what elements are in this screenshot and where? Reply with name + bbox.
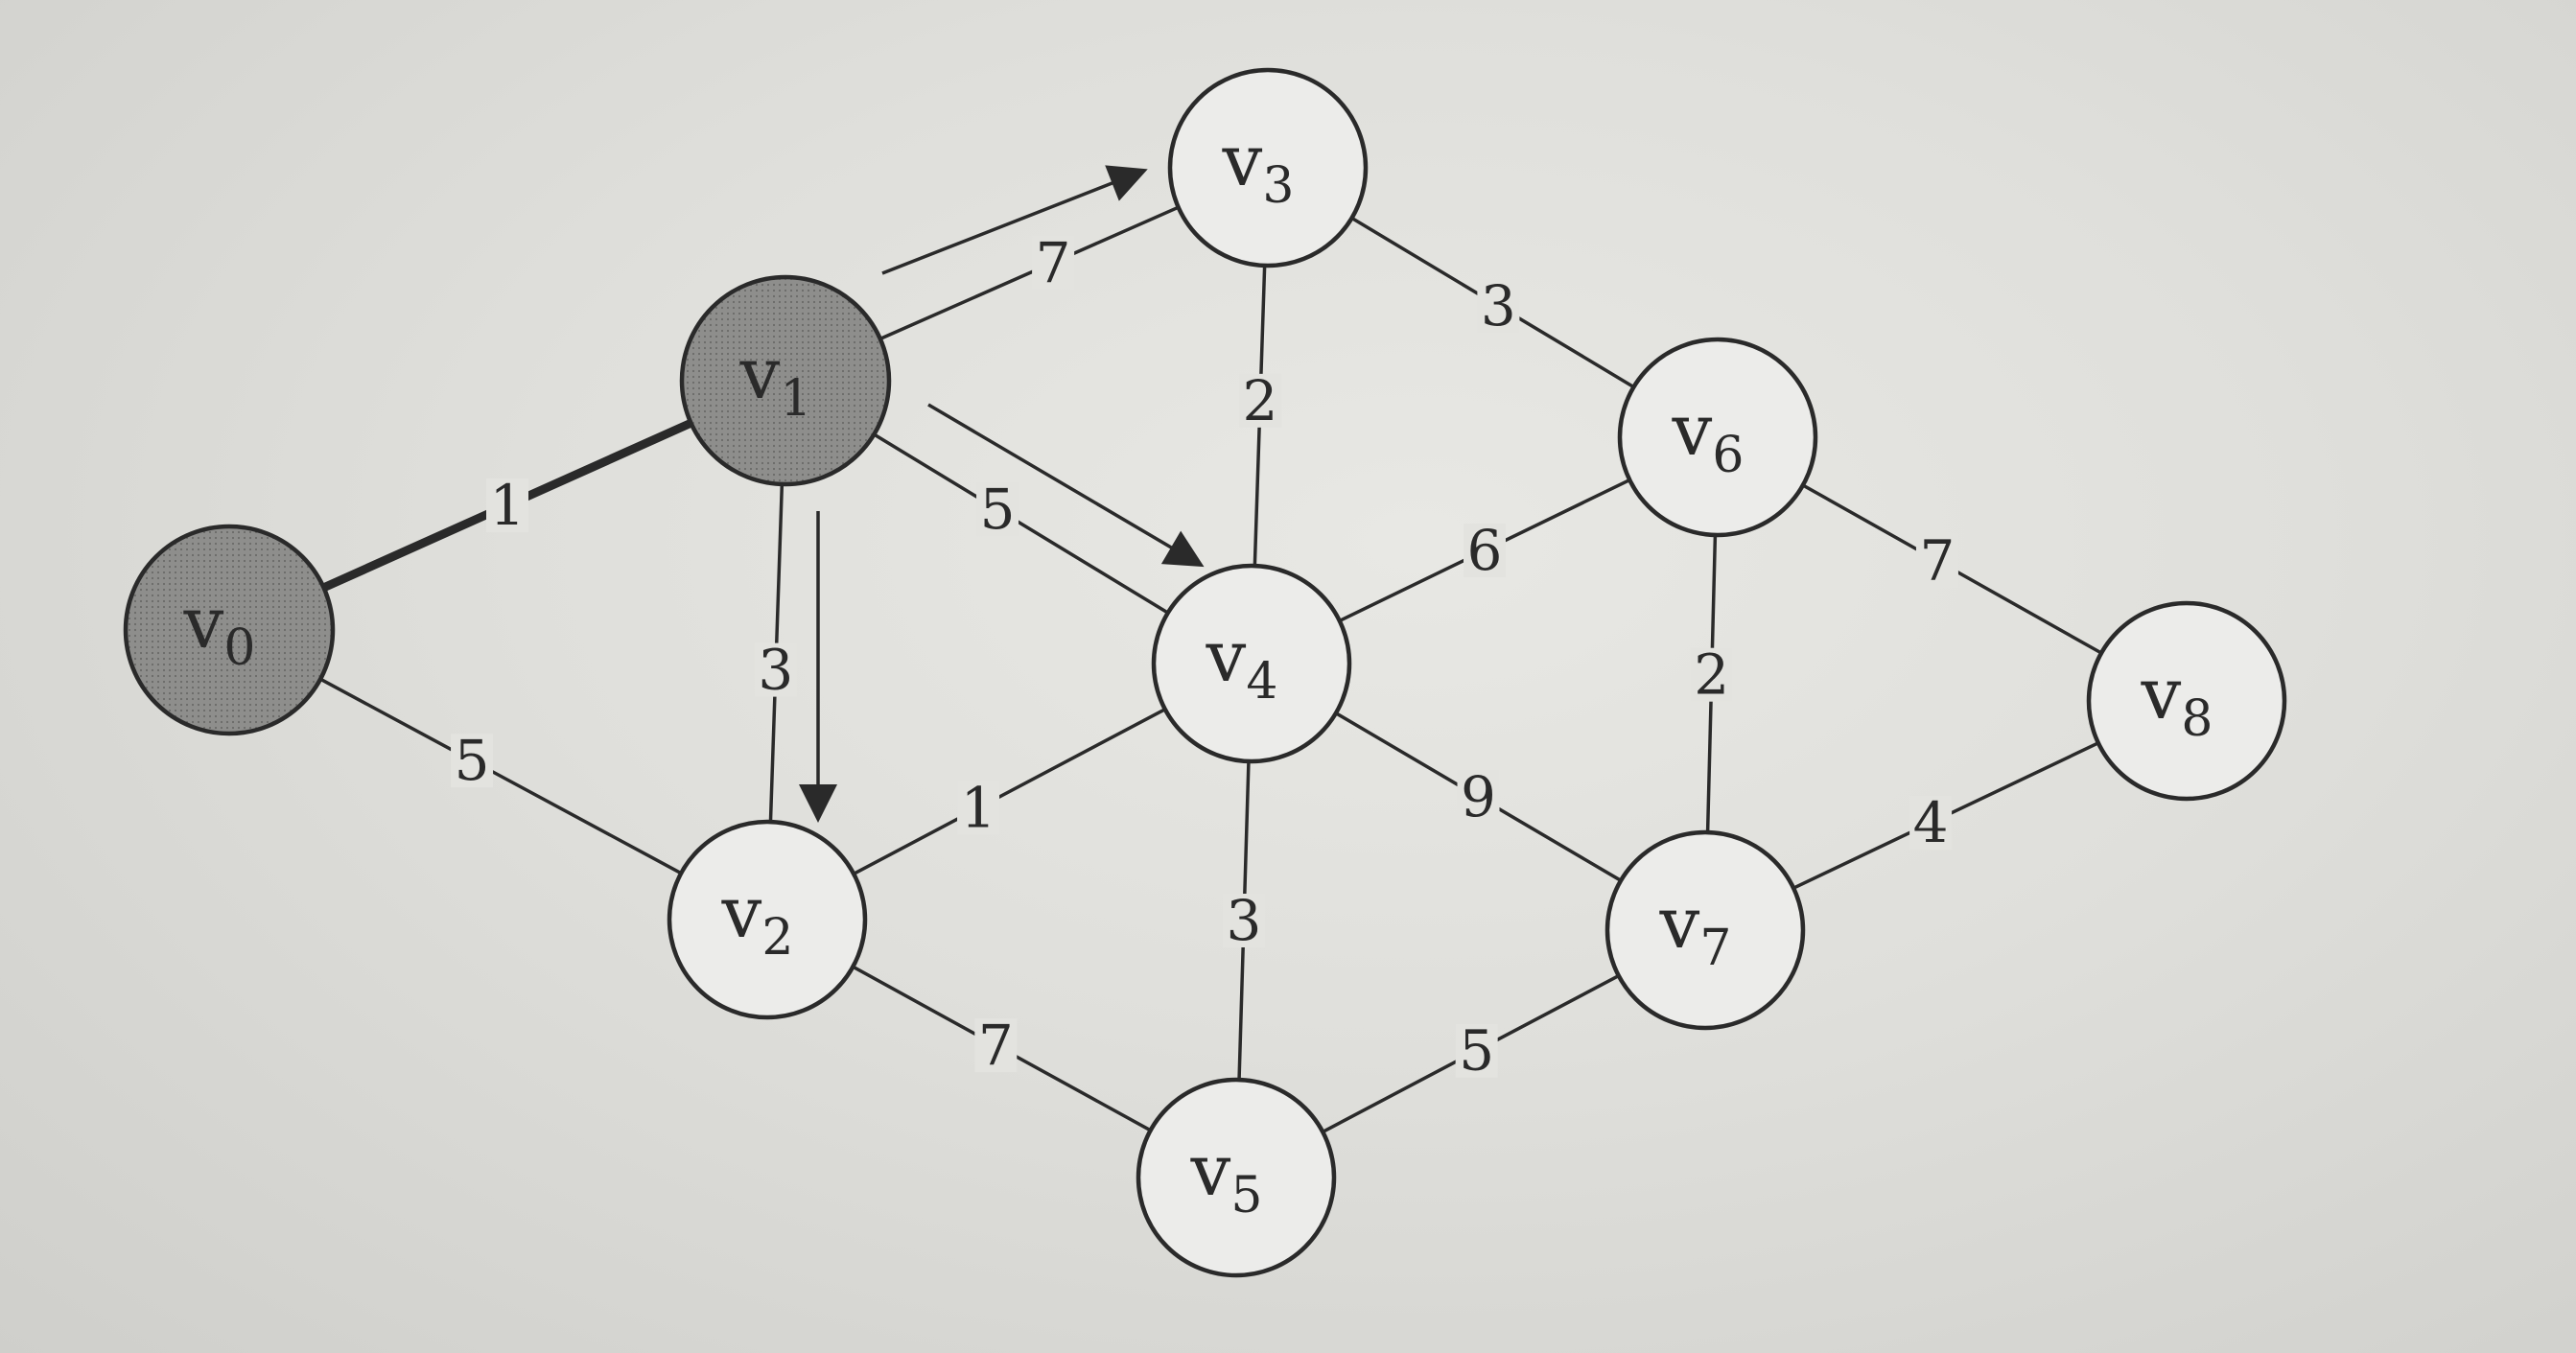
edge-weight-v1-v2: 3: [758, 638, 793, 703]
edge-weight-v0-v1: 1: [490, 473, 526, 538]
node-label: v8: [2141, 653, 2213, 748]
arrowhead-icon: [1105, 165, 1148, 201]
edge-weight-backdrop: [451, 734, 494, 788]
edge-weight-backdrop: [1455, 1023, 1498, 1078]
edge-weight-v0-v2: 5: [455, 728, 490, 793]
node-v7: v7: [1604, 829, 1806, 1031]
node-subscript: 1: [780, 370, 811, 428]
node-subscript: 2: [761, 909, 793, 967]
node-label: v1: [739, 333, 812, 428]
node-circle: [1167, 67, 1369, 268]
direction-arrow-v1-v3: [881, 174, 1134, 275]
node-v0: v0: [123, 524, 336, 736]
node-letter: v: [1222, 120, 1263, 202]
edge-weight-v4-v6: 6: [1467, 518, 1503, 583]
edge-weight-v1-v4: 5: [980, 477, 1016, 542]
direction-arrow-v1-v4: [927, 403, 1191, 560]
node-circle: [2086, 600, 2287, 802]
node-letter: v: [739, 333, 781, 415]
edge-weight-v3-v4: 2: [1243, 368, 1278, 433]
edge-weight-backdrop: [976, 482, 1019, 537]
node-v3: v3: [1167, 67, 1369, 268]
edge-weight-backdrop: [1457, 770, 1500, 824]
edge-v1-v4: [872, 432, 1170, 615]
edge-weight-v1-v3: 7: [1036, 230, 1071, 295]
arrowhead-icon: [799, 784, 837, 823]
edge-weight-v2-v4: 1: [961, 776, 996, 841]
edge-weight-backdrop: [974, 1018, 1018, 1073]
edge-weight-v2-v5: 7: [978, 1013, 1014, 1078]
edge-weight-v6-v7: 2: [1694, 642, 1729, 708]
edge-weight-backdrop: [1239, 373, 1282, 428]
edge-weight-backdrop: [1477, 279, 1520, 334]
edge-weight-v6-v8: 7: [1919, 528, 1955, 594]
node-label: v7: [1659, 882, 1732, 977]
edge-weight-backdrop: [1909, 796, 1953, 851]
node-subscript: 7: [1699, 920, 1731, 977]
node-subscript: 5: [1230, 1167, 1262, 1225]
edge-weight-v7-v8: 4: [1913, 790, 1949, 855]
node-circle: [1151, 563, 1352, 764]
edge-weight-backdrop: [754, 642, 797, 697]
node-v8: v8: [2086, 600, 2287, 802]
weights-layer: 1 5 7 5 3 1 7 2 3 6 3 9 5 2 7 4: [451, 230, 1958, 1084]
node-letter: v: [183, 582, 224, 665]
node-letter: v: [1672, 389, 1713, 472]
edge-weight-backdrop: [486, 478, 528, 532]
node-label: v6: [1672, 389, 1745, 484]
edge-weight-v4-v5: 3: [1227, 888, 1262, 953]
node-letter: v: [1659, 882, 1700, 965]
edge-weight-backdrop: [957, 781, 1000, 835]
node-label: v5: [1190, 1130, 1263, 1225]
node-label: v4: [1206, 616, 1278, 711]
node-label: v0: [183, 582, 256, 677]
edge-weight-v3-v6: 3: [1481, 273, 1516, 338]
edge-weight-backdrop: [1464, 524, 1506, 577]
node-subscript: 6: [1712, 427, 1744, 484]
node-v6: v6: [1617, 337, 1818, 538]
arrows-layer: [799, 165, 1205, 823]
node-circle: [667, 819, 868, 1020]
node-circle: [679, 274, 892, 487]
arrowhead-icon: [1160, 530, 1205, 568]
edge-weight-backdrop: [1690, 647, 1733, 702]
edge-v2-v4: [852, 707, 1167, 876]
node-subscript: 3: [1262, 157, 1294, 215]
node-letter: v: [2141, 653, 2182, 735]
edge-weight-v4-v7: 9: [1461, 764, 1496, 829]
node-v2: v2: [667, 819, 868, 1020]
node-circle: [1604, 829, 1806, 1031]
node-circle: [1136, 1077, 1337, 1278]
node-subscript: 4: [1246, 653, 1277, 711]
edge-weight-backdrop: [1915, 533, 1958, 588]
node-v4: v4: [1151, 563, 1352, 764]
edge-weight-v5-v7: 5: [1459, 1018, 1494, 1084]
edge-v0-v2: [318, 677, 683, 875]
edge-weight-backdrop: [1223, 894, 1265, 947]
node-label: v3: [1222, 120, 1295, 215]
node-letter: v: [1206, 616, 1247, 698]
node-subscript: 0: [223, 619, 255, 677]
node-label: v2: [721, 872, 794, 967]
node-circle: [1617, 337, 1818, 538]
edge-v1-v3: [878, 205, 1181, 341]
node-letter: v: [1190, 1130, 1231, 1212]
node-v1: v1: [679, 274, 892, 487]
node-subscript: 8: [2181, 690, 2213, 748]
node-letter: v: [721, 872, 762, 954]
node-v5: v5: [1136, 1077, 1337, 1278]
edge-weight-backdrop: [1032, 235, 1075, 290]
node-circle: [123, 524, 336, 736]
